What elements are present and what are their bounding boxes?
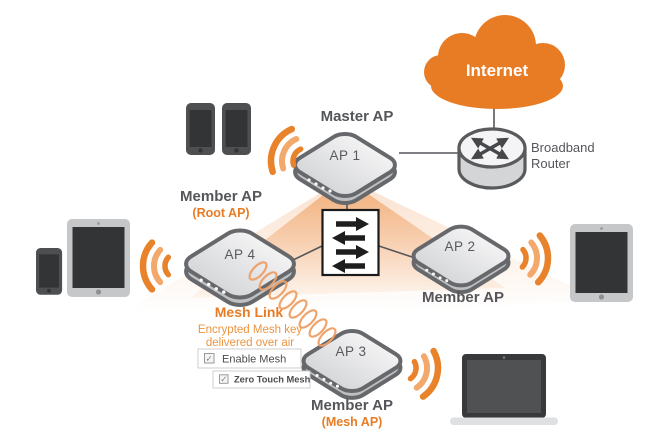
check-icon: ✓ — [220, 374, 227, 384]
broadband-router — [457, 127, 527, 190]
smartphone-icon — [222, 103, 251, 155]
link-switch-ap2 — [378, 245, 413, 258]
traffic-arrows-box — [321, 208, 380, 277]
ap1-name: AP 1 — [329, 148, 360, 163]
tablet-icon — [570, 224, 633, 302]
ap2-name: AP 2 — [444, 239, 475, 254]
root-ap-sub-label: (Root AP) — [192, 206, 249, 220]
checkbox-icon[interactable] — [204, 353, 215, 364]
mesh-link-coil — [248, 261, 337, 347]
laptop-icon — [450, 354, 558, 425]
root-ap-role-label: Member AP — [180, 188, 262, 205]
wifi-signal-icon-ap3 — [407, 347, 442, 398]
check-icon: ✓ — [206, 354, 213, 364]
master-ap-label: Master AP — [321, 108, 394, 125]
mesh-ap-sub-label: (Mesh AP) — [322, 415, 383, 429]
ap3-name: AP 3 — [335, 344, 366, 359]
tablet-icon — [67, 219, 130, 297]
enable-mesh-label: Enable Mesh — [222, 354, 286, 366]
mesh-ap-role-label: Member AP — [311, 397, 393, 414]
internet-label: Internet — [466, 61, 529, 80]
ap3-device — [295, 325, 409, 404]
member-ap2-label: Member AP — [422, 289, 504, 306]
wifi-signal-icon-ap4 — [143, 243, 168, 290]
enable-mesh-checkbox[interactable]: ✓ Enable Mesh — [197, 348, 302, 369]
ap1-device — [286, 127, 404, 210]
arrow-left-icon — [332, 231, 365, 245]
mesh-link-desc-line2: delivered over air — [206, 337, 294, 349]
zero-touch-mesh-checkbox[interactable]: ✓ Zero Touch Mesh — [212, 370, 311, 389]
link-switch-ap4 — [290, 245, 323, 262]
arrow-right-icon — [336, 217, 369, 231]
mesh-link-desc-line1: Encrypted Mesh key — [198, 324, 302, 336]
router-label-line1: Broadband — [531, 140, 595, 155]
checkbox-icon[interactable] — [219, 374, 229, 384]
router-arrows-icon — [470, 137, 510, 160]
smartphone-icon — [36, 248, 63, 295]
arrow-left-icon — [332, 259, 365, 273]
ap4-name: AP 4 — [224, 247, 255, 262]
internet-cloud — [424, 15, 565, 109]
mesh-link-title: Mesh Link — [215, 304, 284, 320]
zero-touch-mesh-label: Zero Touch Mesh — [234, 375, 311, 385]
smartphone-icon — [186, 103, 215, 155]
arrow-right-icon — [336, 245, 369, 259]
router-label-line2: Router — [531, 156, 571, 171]
